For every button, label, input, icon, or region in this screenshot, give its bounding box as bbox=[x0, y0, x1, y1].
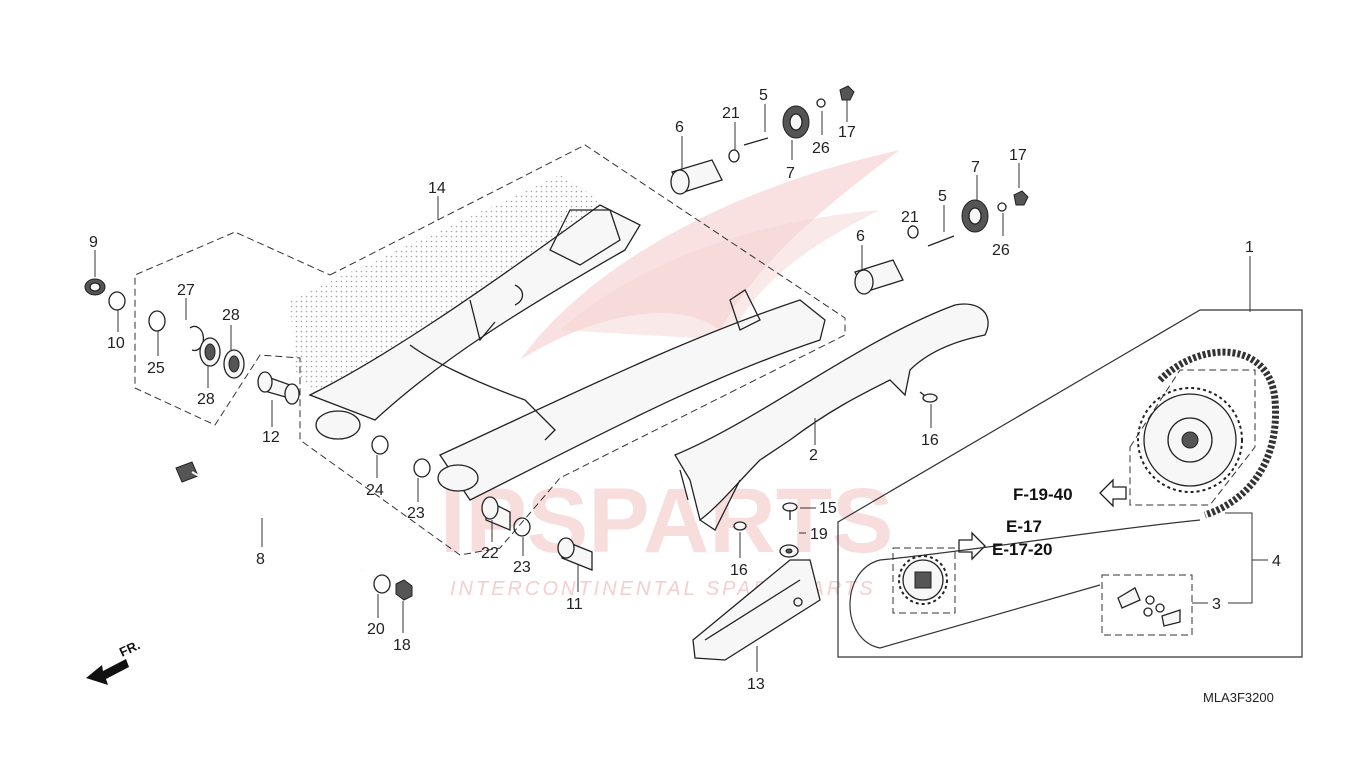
part-18-nut bbox=[395, 579, 413, 601]
callout-26a: 26 bbox=[812, 140, 830, 157]
callout-6b: 6 bbox=[856, 228, 865, 245]
callout-9: 9 bbox=[89, 234, 98, 251]
part-10-seal bbox=[108, 291, 126, 311]
callout-23a: 23 bbox=[407, 505, 425, 522]
part-8-pivot-bolt bbox=[175, 461, 363, 571]
part-15-bolt bbox=[782, 502, 798, 520]
part-2-chain-case bbox=[674, 303, 989, 531]
callout-21b: 21 bbox=[901, 209, 919, 226]
part-3-chain-joint bbox=[1117, 587, 1181, 627]
part-24-seal bbox=[371, 435, 389, 455]
callout-21a: 21 bbox=[722, 105, 740, 122]
callout-16b: 16 bbox=[730, 562, 748, 579]
callout-17a: 17 bbox=[838, 124, 856, 141]
part-9-nut bbox=[84, 278, 106, 296]
callout-1: 1 bbox=[1245, 239, 1254, 256]
callout-12: 12 bbox=[262, 429, 280, 446]
rear-sprocket bbox=[1137, 387, 1243, 493]
diagram-code: MLA3F3200 bbox=[1203, 690, 1274, 705]
callout-16a: 16 bbox=[921, 432, 939, 449]
callout-11: 11 bbox=[566, 596, 583, 613]
callout-27: 27 bbox=[177, 282, 195, 299]
callout-25: 25 bbox=[147, 360, 165, 377]
callout-17b: 17 bbox=[1009, 147, 1027, 164]
part-16-bolt-b bbox=[733, 521, 747, 531]
callout-28b: 28 bbox=[197, 391, 215, 408]
callout-8: 8 bbox=[256, 551, 265, 568]
callout-10: 10 bbox=[107, 335, 125, 352]
ref-arrow-e17 bbox=[958, 531, 986, 561]
leader-lines bbox=[94, 100, 1268, 672]
chain-loop bbox=[849, 519, 1201, 649]
part-23-seal-b bbox=[513, 517, 531, 537]
callout-22: 22 bbox=[481, 545, 499, 562]
chain-joint-box bbox=[1101, 574, 1193, 636]
part-11-collar bbox=[557, 537, 593, 571]
part-12-collar bbox=[257, 371, 300, 405]
swingarm bbox=[308, 204, 826, 501]
ref-e17-20[interactable]: E-17-20 bbox=[992, 540, 1052, 559]
part-16-bolt bbox=[919, 391, 938, 403]
front-direction-arrow: FR. bbox=[86, 637, 142, 685]
adjuster-set-upper bbox=[670, 85, 855, 195]
adjuster-set-lower bbox=[854, 190, 1029, 295]
part-1-drive-kit-outline bbox=[837, 309, 1303, 658]
swingarm-group-outline bbox=[134, 144, 846, 556]
callouts: 9 10 25 27 28 28 12 14 24 23 22 23 11 8 … bbox=[89, 87, 1281, 693]
part-27-circlip bbox=[189, 325, 205, 352]
ref-f19-40[interactable]: F-19-40 bbox=[1013, 485, 1073, 504]
front-label: FR. bbox=[117, 637, 142, 659]
callout-28a: 28 bbox=[222, 307, 240, 324]
part-25-seal bbox=[148, 310, 166, 332]
callout-24: 24 bbox=[366, 482, 384, 499]
callout-5a: 5 bbox=[759, 87, 768, 104]
callout-13: 13 bbox=[747, 676, 765, 693]
part-23-seal-a bbox=[413, 458, 431, 478]
swingarm-shading bbox=[290, 175, 600, 400]
ref-arrow-f19 bbox=[1099, 478, 1127, 508]
callout-6a: 6 bbox=[675, 119, 684, 136]
watermark: IPSPARTS INTERCONTINENTAL SPARE PARTS bbox=[440, 150, 900, 600]
part-13-chain-slider bbox=[692, 559, 821, 661]
ref-e17[interactable]: E-17 bbox=[1006, 517, 1042, 536]
callout-2: 2 bbox=[809, 447, 818, 464]
callout-5b: 5 bbox=[938, 188, 947, 205]
callout-26b: 26 bbox=[992, 242, 1010, 259]
rear-sprocket-box bbox=[1129, 369, 1256, 506]
part-20-washer bbox=[373, 574, 391, 594]
drive-sprocket bbox=[898, 555, 948, 605]
callout-15: 15 bbox=[819, 500, 837, 517]
callout-7a: 7 bbox=[786, 165, 795, 182]
callout-7b: 7 bbox=[971, 159, 980, 176]
front-sprocket-box bbox=[892, 547, 956, 614]
part-28-bearing bbox=[199, 337, 245, 379]
callout-23b: 23 bbox=[513, 559, 531, 576]
callout-4: 4 bbox=[1272, 553, 1281, 570]
callout-18: 18 bbox=[393, 637, 411, 654]
callout-19: 19 bbox=[810, 526, 828, 543]
callout-3: 3 bbox=[1212, 596, 1221, 613]
callout-20: 20 bbox=[367, 621, 385, 638]
callout-14: 14 bbox=[428, 180, 446, 197]
drive-chain bbox=[1157, 348, 1280, 519]
